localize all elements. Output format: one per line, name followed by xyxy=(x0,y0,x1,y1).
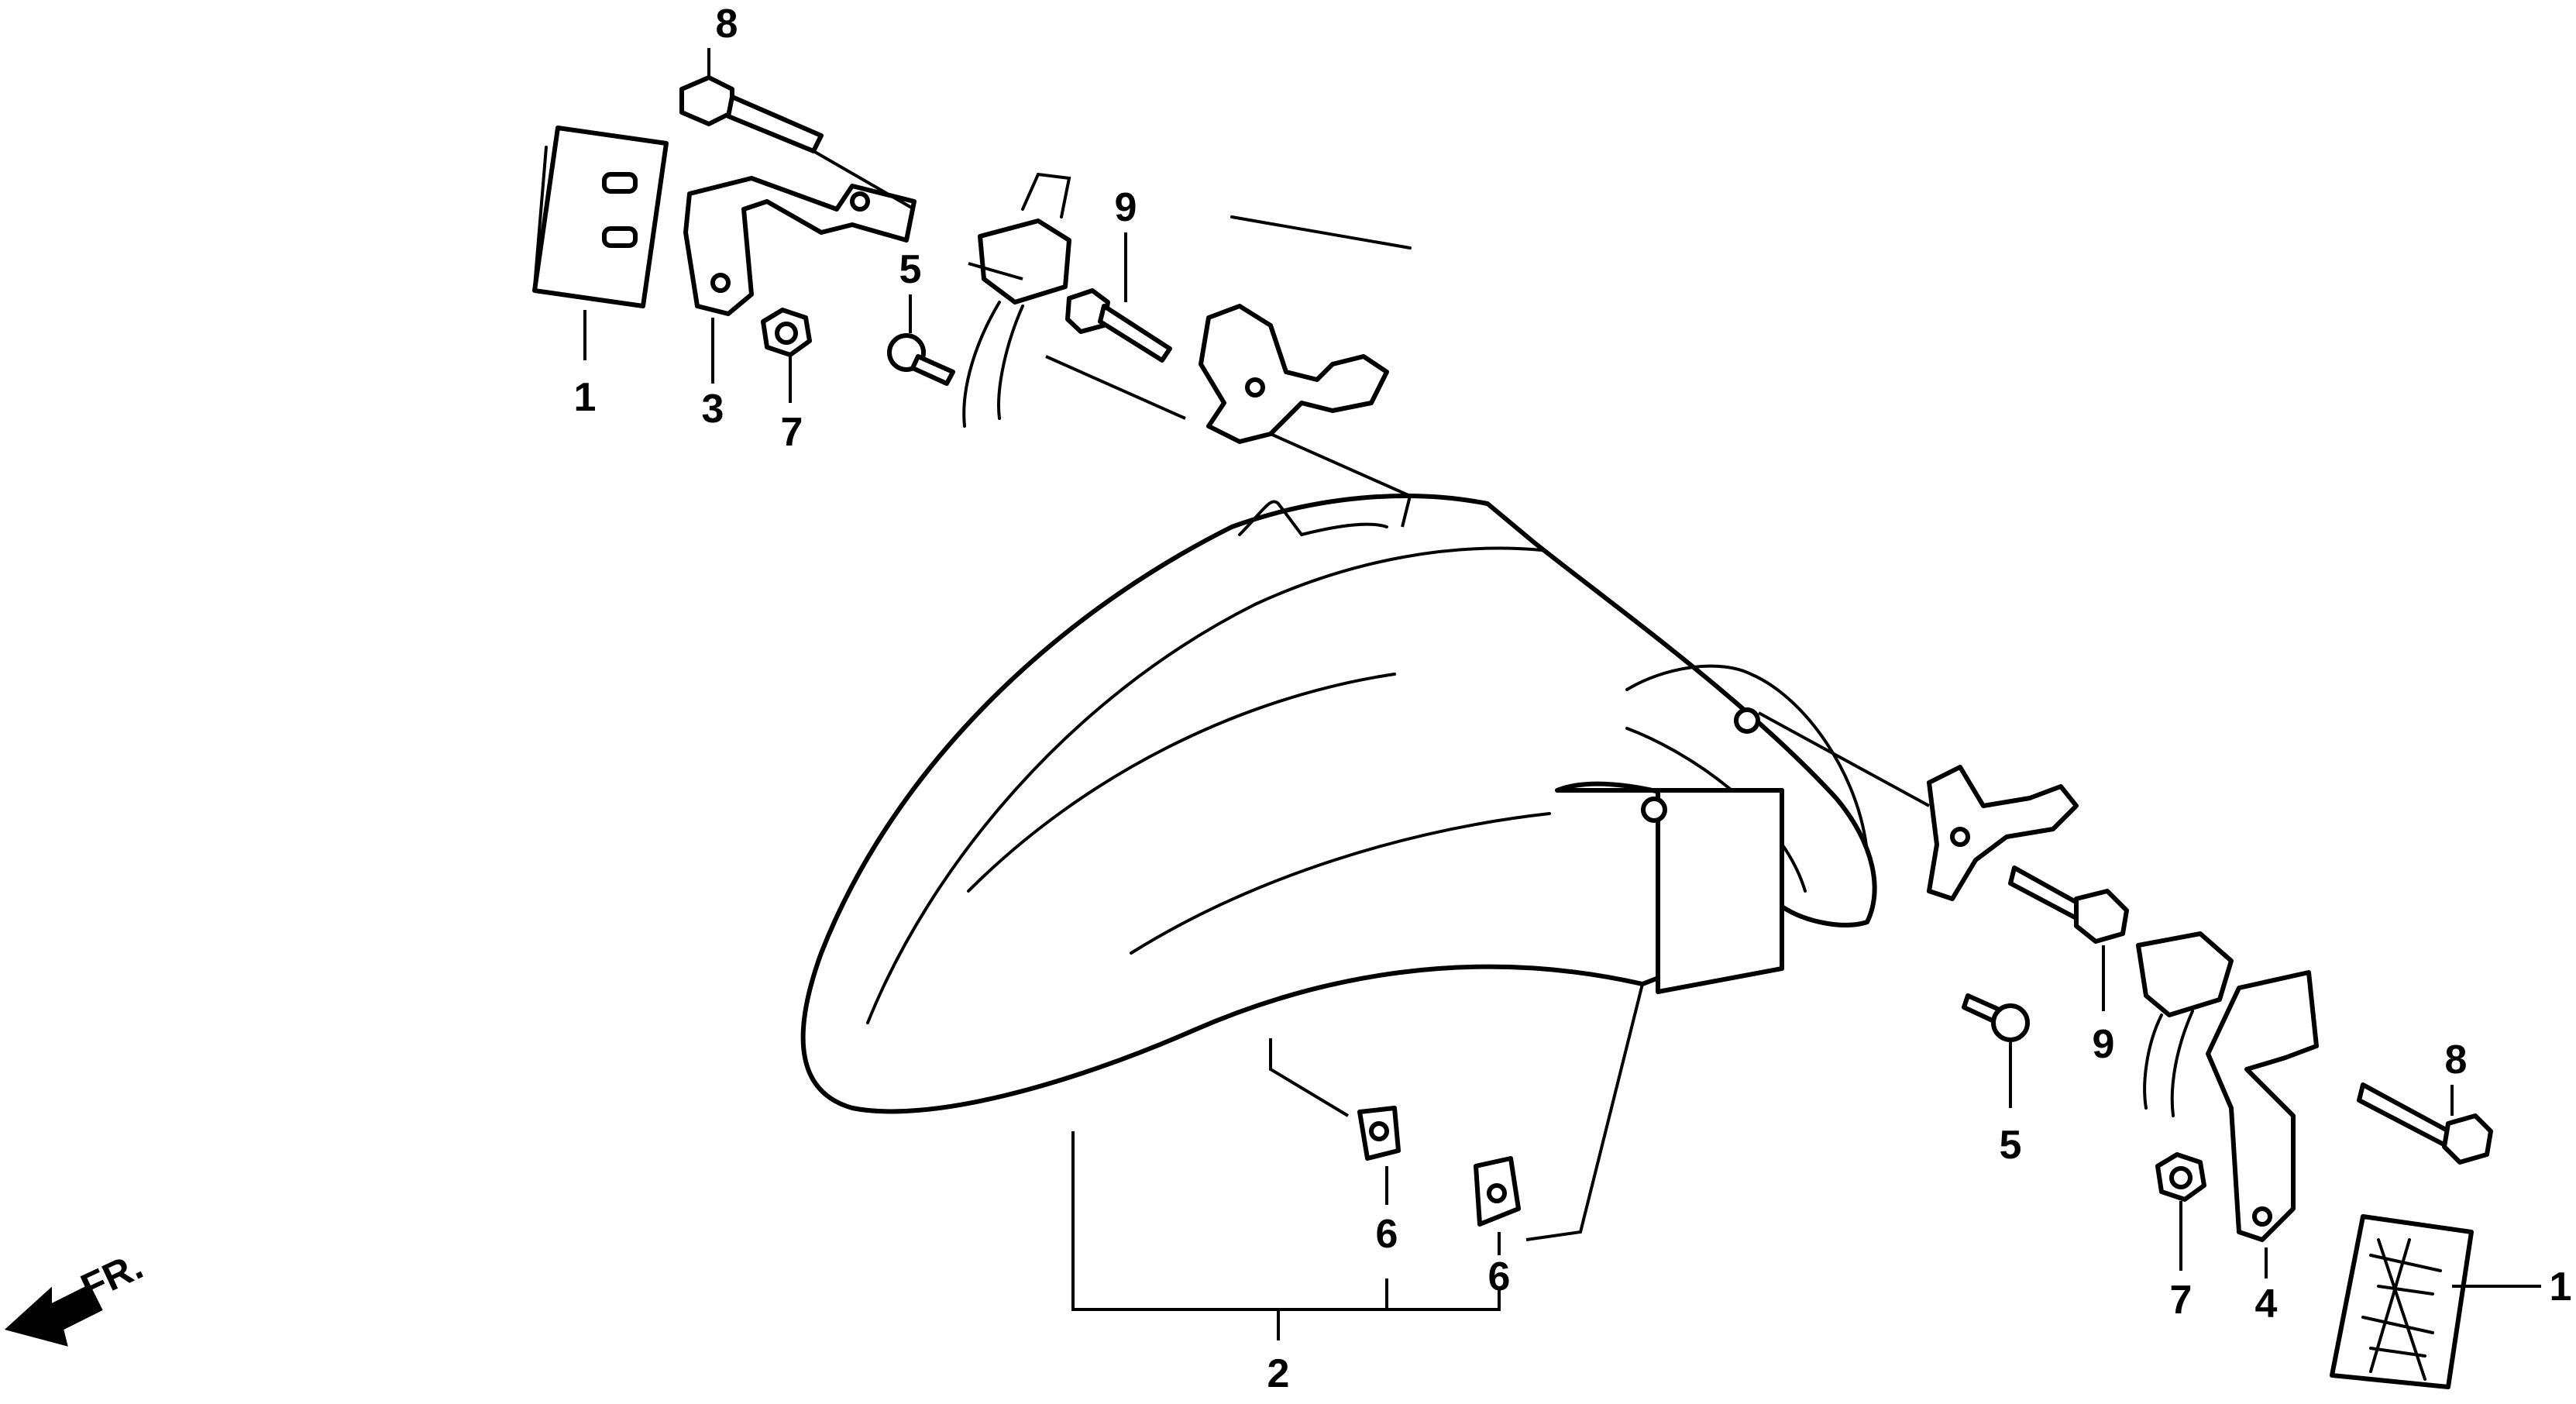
callout-6-right: 6 xyxy=(1488,1254,1511,1299)
screw-right xyxy=(1962,993,2030,1042)
callout-8-left: 8 xyxy=(716,2,738,46)
front-direction-arrow: FR. xyxy=(4,1244,150,1347)
screw-left xyxy=(887,333,955,386)
callout-9-right: 9 xyxy=(2093,1022,2115,1067)
callout-6-left: 6 xyxy=(1376,1212,1398,1257)
nut-left xyxy=(761,308,812,357)
nut-clip-right xyxy=(1474,1156,1521,1227)
nut-right xyxy=(2155,1152,2206,1202)
callout-5-right: 5 xyxy=(2000,1123,2022,1168)
bolt-right xyxy=(2008,865,2129,944)
brake-hose-right xyxy=(2136,931,2234,1117)
bracket-right xyxy=(2206,970,2319,1242)
callout-5-left: 5 xyxy=(899,247,922,292)
reflector-left xyxy=(532,126,669,308)
callout-3: 3 xyxy=(702,387,724,432)
nut-clip-left xyxy=(1357,1106,1401,1161)
callout-4: 4 xyxy=(2255,1282,2278,1327)
bolt-right-lower xyxy=(2357,1082,2493,1165)
callout-8-right: 8 xyxy=(2445,1038,2468,1082)
callout-7-right: 7 xyxy=(2170,1278,2193,1323)
callout-1-right: 1 xyxy=(2550,1265,2572,1309)
bolt-left-lower xyxy=(1065,288,1172,363)
hose-clamp-right xyxy=(1927,765,2079,901)
callout-1-left: 1 xyxy=(574,375,597,420)
hose-clamp-left xyxy=(1199,215,1412,444)
callout-2: 2 xyxy=(1267,1351,1290,1396)
brake-hose-left xyxy=(962,172,1071,428)
reflector-right xyxy=(2330,1214,2474,1389)
callout-9-left: 9 xyxy=(1115,185,1137,230)
bolt-left-upper xyxy=(679,75,824,153)
front-fender xyxy=(800,494,1877,1114)
callout-7-left: 7 xyxy=(781,410,803,455)
bracket-left xyxy=(683,176,917,316)
